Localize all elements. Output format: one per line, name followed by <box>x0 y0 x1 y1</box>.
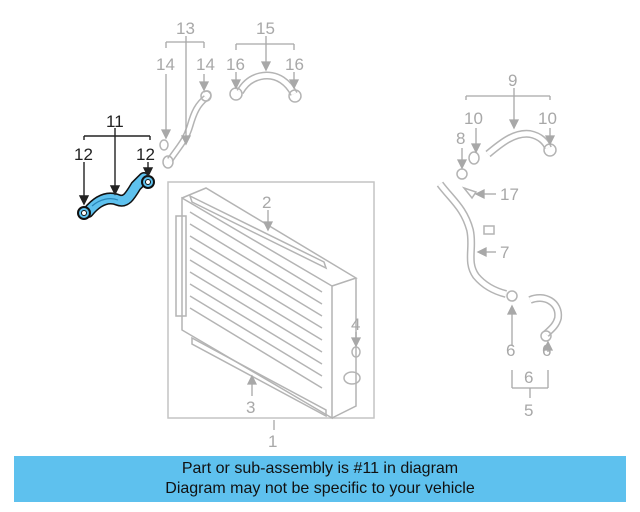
callout-17: 17 <box>500 185 519 204</box>
callout-5: 5 <box>524 401 533 420</box>
callout-10-right: 10 <box>538 109 557 128</box>
leader-lines-11-12 <box>78 128 154 206</box>
callout-4: 4 <box>351 315 360 334</box>
callout-6-left: 6 <box>506 341 515 360</box>
callout-13: 13 <box>176 19 195 38</box>
callout-12-left: 12 <box>74 145 93 164</box>
callout-6-right: 6 <box>542 341 551 360</box>
callout-10-left: 10 <box>464 109 483 128</box>
callout-2: 2 <box>262 193 271 212</box>
callout-7: 7 <box>500 243 509 262</box>
info-banner: Part or sub-assembly is #11 in diagram D… <box>14 456 626 502</box>
callout-9: 9 <box>508 71 517 90</box>
callout-3: 3 <box>246 398 255 417</box>
callout-1: 1 <box>268 432 277 451</box>
callout-11: 11 <box>106 112 124 131</box>
banner-line-2: Diagram may not be specific to your vehi… <box>165 480 475 497</box>
callout-16-right: 16 <box>285 55 304 74</box>
gray-leader-lines <box>160 36 556 430</box>
parts-diagram: 11 12 12 <box>74 19 563 451</box>
callout-8: 8 <box>456 129 465 148</box>
callout-14-right: 14 <box>196 55 215 74</box>
banner-line-1: Part or sub-assembly is #11 in diagram <box>181 460 459 477</box>
callout-6-center: 6 <box>524 368 533 387</box>
callout-16-left: 16 <box>226 55 245 74</box>
gray-parts <box>159 71 563 420</box>
callout-14-left: 14 <box>156 55 175 74</box>
part-12-clamp-left[interactable] <box>77 206 91 220</box>
callout-15: 15 <box>256 19 275 38</box>
part-12-clamp-right[interactable] <box>141 175 155 189</box>
callout-12-right: 12 <box>136 145 155 164</box>
part-11-hose-highlighted[interactable] <box>82 172 150 218</box>
